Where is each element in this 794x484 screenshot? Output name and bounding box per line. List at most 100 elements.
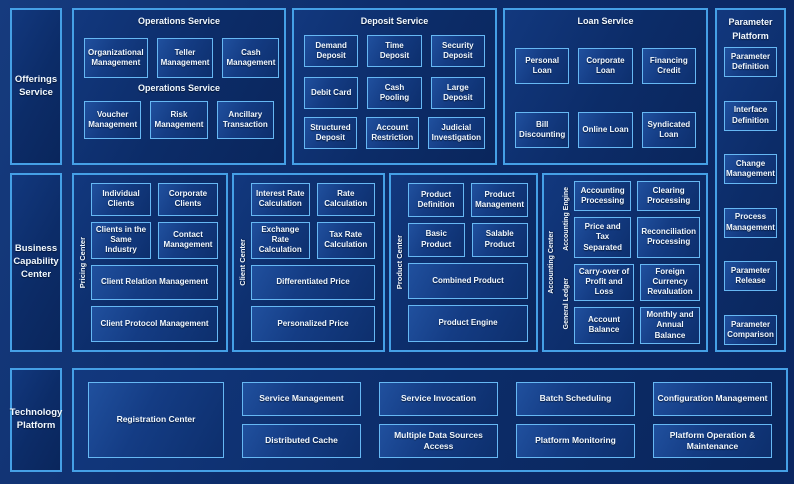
- box-differentiated-price: Differentiated Price: [251, 264, 375, 301]
- box-configuration-management: Configuration Management: [653, 382, 772, 416]
- box-parameter-comparison: Parameter Comparison: [724, 314, 777, 345]
- accounting-center-vstrip: Accounting Center: [544, 175, 559, 350]
- box-platform-operation-maintenance: Platform Operation & Maintenance: [653, 424, 772, 458]
- pricing-row-2: Clients in the Same Industry Contact Man…: [91, 221, 218, 259]
- box-debit-card: Debit Card: [304, 77, 359, 109]
- box-ancillary-transaction: Ancillary Transaction: [216, 101, 274, 139]
- client-row-2: Exchange Rate Calculation Tax Rate Calcu…: [251, 221, 375, 259]
- general-ledger-group: General Ledger Carry-over of Profit and …: [559, 263, 700, 344]
- product-center-vstrip: Product Center: [391, 175, 408, 350]
- box-contact-management: Contact Management: [158, 221, 218, 259]
- product-row-1: Product Definition Product Management: [408, 183, 528, 217]
- client-center-vlabel: Client Center: [238, 239, 247, 286]
- client-row-1: Interest Rate Calculation Rate Calculati…: [251, 183, 375, 216]
- loan-row-1: Personal Loan Corporate Loan Financing C…: [505, 48, 706, 84]
- panel-technology-platform: Registration Center Service Management D…: [72, 368, 788, 472]
- general-ledger-grid: Carry-over of Profit and Loss Foreign Cu…: [574, 263, 700, 344]
- box-time-deposit: Time Deposit: [367, 35, 422, 67]
- tech-column-4: Configuration Management Platform Operat…: [653, 382, 772, 458]
- box-security-deposit: Security Deposit: [430, 35, 485, 67]
- product-center-vlabel: Product Center: [395, 235, 404, 290]
- box-multiple-data-sources-access: Multiple Data Sources Access: [379, 424, 498, 458]
- deposit-row-3: Structured Deposit Account Restriction J…: [294, 117, 495, 149]
- box-judicial-investigation: Judicial Investigation: [427, 117, 485, 149]
- product-row-2: Basic Product Salable Product: [408, 222, 528, 257]
- box-foreign-currency-revaluation: Foreign Currency Revaluation: [640, 263, 700, 301]
- box-organizational-management: Organizational Management: [84, 38, 148, 78]
- box-carry-over-of-profit-and-loss: Carry-over of Profit and Loss: [574, 263, 634, 301]
- box-online-loan: Online Loan: [578, 112, 633, 148]
- box-account-balance: Account Balance: [574, 306, 634, 344]
- operations-service-title: Operations Service: [137, 16, 221, 26]
- box-product-management: Product Management: [471, 183, 528, 217]
- panel-product-center: Product Center Product Definition Produc…: [389, 173, 538, 352]
- panel-accounting-center: Accounting Center Accounting Engine Acco…: [542, 173, 708, 352]
- box-demand-deposit: Demand Deposit: [304, 35, 359, 67]
- box-service-invocation: Service Invocation: [379, 382, 498, 416]
- box-corporate-clients: Corporate Clients: [158, 183, 218, 216]
- box-tax-rate-calculation: Tax Rate Calculation: [316, 221, 375, 259]
- panel-deposit-service: Deposit Service Demand Deposit Time Depo…: [292, 8, 497, 165]
- deposit-service-title: Deposit Service: [360, 16, 429, 26]
- general-ledger-vstrip: General Ledger: [559, 264, 574, 344]
- box-account-restriction: Account Restriction: [365, 117, 419, 149]
- box-cash-management: Cash Management: [222, 38, 280, 78]
- box-cash-pooling: Cash Pooling: [367, 77, 422, 109]
- box-rate-calculation: Rate Calculation: [316, 183, 375, 216]
- panel-loan-service: Loan Service Personal Loan Corporate Loa…: [503, 8, 708, 165]
- operations-service-mid-label: Operations Service: [137, 83, 221, 93]
- pricing-row-1: Individual Clients Corporate Clients: [91, 183, 218, 216]
- panel-client-center: Client Center Interest Rate Calculation …: [232, 173, 385, 352]
- panel-operations-service: Operations Service Organizational Manage…: [72, 8, 286, 165]
- box-personalized-price: Personalized Price: [251, 306, 375, 342]
- tech-column-2: Service Invocation Multiple Data Sources…: [379, 382, 498, 458]
- loan-row-2: Bill Discounting Online Loan Syndicated …: [505, 112, 706, 148]
- box-clearing-processing: Clearing Processing: [637, 181, 700, 212]
- box-change-management: Change Management: [724, 154, 777, 185]
- box-large-deposit: Large Deposit: [430, 77, 485, 109]
- sidebar-business-capability-center: Business Capability Center: [10, 173, 62, 352]
- pricing-center-vstrip: Pricing Center: [74, 175, 91, 350]
- box-exchange-rate-calculation: Exchange Rate Calculation: [251, 221, 310, 259]
- accounting-engine-grid: Accounting Processing Clearing Processin…: [574, 181, 700, 258]
- accounting-center-vlabel: Accounting Center: [548, 231, 555, 294]
- box-distributed-cache: Distributed Cache: [242, 424, 361, 458]
- box-combined-product: Combined Product: [408, 262, 528, 300]
- tech-column-3: Batch Scheduling Platform Monitoring: [516, 382, 635, 458]
- box-syndicated-loan: Syndicated Loan: [641, 112, 696, 148]
- box-interface-definition: Interface Definition: [724, 100, 777, 131]
- box-personal-loan: Personal Loan: [515, 48, 570, 84]
- box-voucher-management: Voucher Management: [84, 101, 142, 139]
- box-registration-center: Registration Center: [88, 382, 224, 458]
- sidebar-offerings-service: Offerings Service: [10, 8, 62, 165]
- box-price-and-tax-separated: Price and Tax Separated: [574, 217, 632, 258]
- box-corporate-loan: Corporate Loan: [578, 48, 633, 84]
- box-interest-rate-calculation: Interest Rate Calculation: [251, 183, 310, 216]
- parameter-platform-items: Parameter Definition Interface Definitio…: [717, 43, 784, 357]
- box-product-definition: Product Definition: [408, 183, 465, 217]
- box-salable-product: Salable Product: [471, 222, 528, 257]
- deposit-row-1: Demand Deposit Time Deposit Security Dep…: [294, 35, 495, 67]
- box-product-engine: Product Engine: [408, 305, 528, 342]
- client-center-content: Interest Rate Calculation Rate Calculati…: [251, 175, 383, 350]
- box-individual-clients: Individual Clients: [91, 183, 151, 216]
- product-center-content: Product Definition Product Management Ba…: [408, 175, 536, 350]
- box-risk-management: Risk Management: [150, 101, 208, 139]
- box-teller-management: Teller Management: [156, 38, 214, 78]
- box-client-relation-management: Client Relation Management: [91, 264, 218, 301]
- box-clients-same-industry: Clients in the Same Industry: [91, 221, 151, 259]
- accounting-engine-group: Accounting Engine Accounting Processing …: [559, 181, 700, 258]
- general-ledger-vlabel: General Ledger: [563, 278, 570, 330]
- box-monthly-and-annual-balance: Monthly and Annual Balance: [640, 306, 700, 344]
- box-reconciliation-processing: Reconciliation Processing: [637, 217, 700, 258]
- box-parameter-definition: Parameter Definition: [724, 47, 777, 77]
- parameter-platform-title: Parameter Platform: [728, 17, 773, 41]
- box-accounting-processing: Accounting Processing: [574, 181, 632, 212]
- box-basic-product: Basic Product: [408, 222, 465, 257]
- pricing-center-vlabel: Pricing Center: [78, 236, 87, 289]
- box-client-protocol-management: Client Protocol Management: [91, 306, 218, 342]
- sidebar-technology-platform: Technology Platform: [10, 368, 62, 472]
- tech-column-1: Service Management Distributed Cache: [242, 382, 361, 458]
- accounting-center-content: Accounting Engine Accounting Processing …: [559, 175, 706, 350]
